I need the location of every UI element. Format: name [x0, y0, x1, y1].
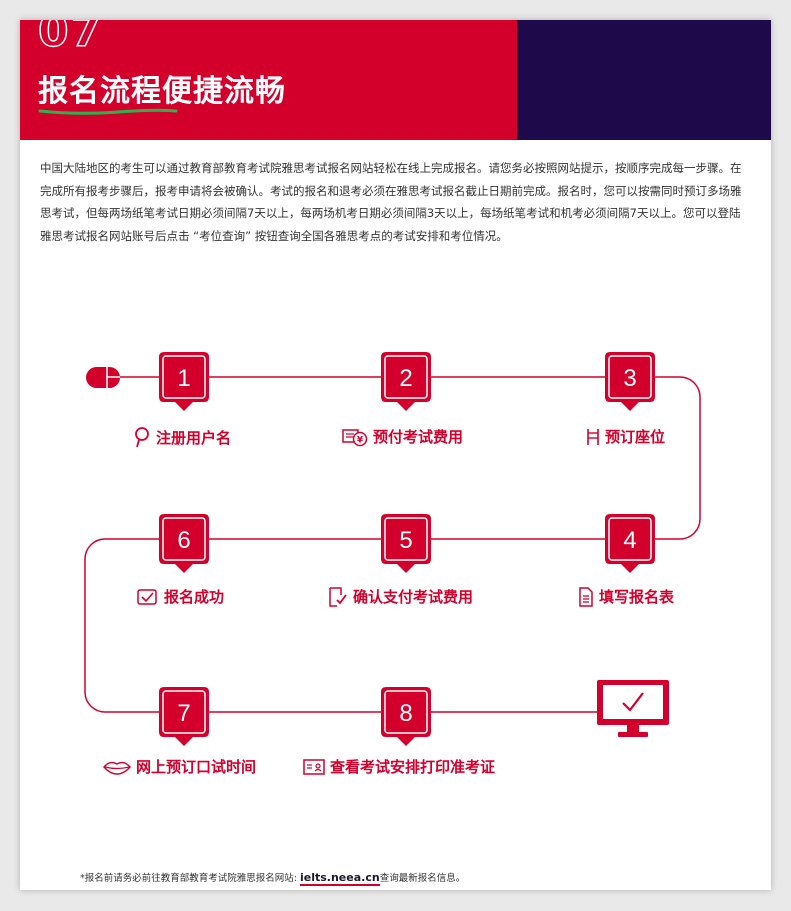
- step-label-5: 确认支付考试费用: [328, 586, 473, 607]
- confirm-payment-icon: [329, 586, 347, 607]
- step-markers: 1 2 3 4 5 6 7 8: [159, 352, 655, 746]
- step-number-1: 1: [177, 365, 190, 392]
- id-card-icon: [303, 758, 325, 775]
- step-number-6: 6: [177, 527, 190, 554]
- step-label-2: ¥ 预付考试费用: [342, 426, 463, 447]
- step-marker-3: 3: [605, 352, 655, 411]
- intro-paragraph: 中国大陆地区的考生可以通过教育部教育考试院雅思考试报名网站轻松在线上完成报名。请…: [40, 161, 742, 243]
- computer-check-icon: [597, 680, 669, 737]
- section-number: 07: [37, 20, 104, 58]
- lips-icon: [103, 761, 131, 775]
- step-number-3: 3: [623, 365, 636, 392]
- step-number-7: 7: [177, 700, 190, 727]
- mouse-icon: [86, 367, 120, 388]
- step-number-5: 5: [399, 527, 412, 554]
- header-red-band: 07 报名流程便捷流畅: [20, 20, 517, 140]
- form-icon: [579, 586, 593, 607]
- step-marker-1: 1: [159, 352, 209, 411]
- step-marker-4: 4: [605, 514, 655, 573]
- footnote: *报名前请务必前往教育部教育考试院雅思报名网站: ielts.neea.cn查询…: [80, 871, 466, 886]
- step-label-4: 填写报名表: [578, 586, 674, 607]
- ielts-website-link[interactable]: ielts.neea.cn: [299, 871, 380, 886]
- step-label-8: 查看考试安排打印准考证: [303, 756, 495, 777]
- step-marker-5: 5: [381, 514, 431, 573]
- seat-icon: [587, 428, 599, 445]
- step-marker-8: 8: [381, 687, 431, 746]
- step-marker-6: 6: [159, 514, 209, 573]
- step-number-8: 8: [399, 700, 412, 727]
- brochure-page: 07 报名流程便捷流畅 中国大陆地区的考生可以通过教育部教育考试院雅思考试报名网…: [20, 20, 771, 890]
- step-label-1: 注册用户名: [133, 426, 231, 448]
- step-label-3: 预订座位: [586, 426, 665, 447]
- page-title: 报名流程便捷流畅: [38, 74, 286, 109]
- svg-text:¥: ¥: [357, 435, 364, 445]
- checkbox-icon: [137, 588, 157, 605]
- money-icon: ¥: [342, 428, 368, 446]
- step-label-6: 报名成功: [137, 586, 224, 607]
- header-navy-band: [517, 20, 771, 140]
- step-number-2: 2: [399, 365, 412, 392]
- title-underline-stroke: [38, 108, 178, 115]
- step-marker-2: 2: [381, 352, 431, 411]
- step-label-7: 网上预订口试时间: [103, 756, 256, 777]
- step-number-4: 4: [623, 527, 636, 554]
- magnifier-icon: [135, 427, 149, 448]
- step-marker-7: 7: [159, 687, 209, 746]
